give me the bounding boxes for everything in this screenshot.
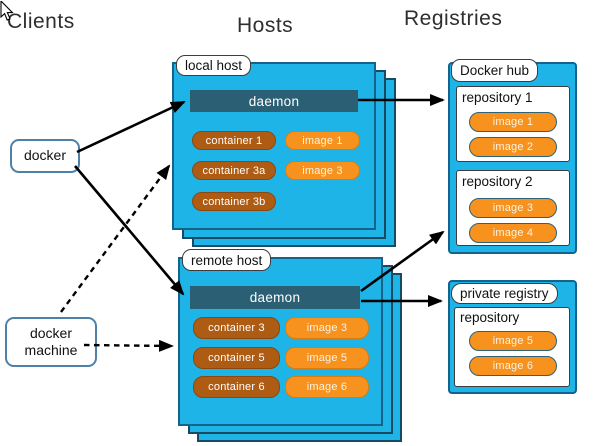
remote-daemon-bar: daemon bbox=[190, 286, 360, 309]
container-pill: container 3a bbox=[192, 161, 276, 180]
image-pill: image 6 bbox=[469, 356, 557, 376]
remote-host-box bbox=[178, 257, 383, 426]
mouse-cursor-icon bbox=[0, 1, 14, 21]
image-pill: image 1 bbox=[285, 131, 360, 150]
container-pill: container 3 bbox=[193, 317, 280, 339]
arrow-docker-to-remote-daemon bbox=[74, 165, 185, 296]
remote-host-label: remote host bbox=[182, 249, 272, 271]
image-pill: image 3 bbox=[469, 198, 557, 218]
repository-1-name: repository 1 bbox=[462, 90, 533, 105]
image-pill: image 2 bbox=[469, 137, 557, 157]
image-pill: image 3 bbox=[285, 317, 369, 339]
arrow-docker-machine-to-local-host bbox=[60, 164, 171, 313]
local-daemon-bar: daemon bbox=[190, 90, 358, 112]
image-pill: image 1 bbox=[469, 112, 557, 132]
private-registry-label: private registry bbox=[451, 283, 558, 304]
repository-2-name: repository 2 bbox=[462, 174, 533, 189]
docker-client-box: docker bbox=[10, 139, 80, 173]
docker-hub-label: Docker hub bbox=[451, 59, 539, 82]
image-pill: image 6 bbox=[285, 376, 369, 398]
image-pill: image 4 bbox=[469, 223, 557, 243]
column-header-hosts: Hosts bbox=[237, 14, 294, 37]
container-pill: container 6 bbox=[193, 376, 280, 398]
container-pill: container 3b bbox=[192, 192, 276, 211]
arrow-docker-to-local-daemon bbox=[76, 100, 186, 154]
column-header-clients: Clients bbox=[7, 10, 75, 33]
image-pill: image 3 bbox=[285, 161, 360, 180]
arrow-docker-machine-to-remote-host bbox=[83, 339, 174, 352]
column-header-registries: Registries bbox=[404, 7, 503, 30]
image-pill: image 5 bbox=[285, 347, 369, 369]
image-pill: image 5 bbox=[469, 331, 557, 351]
private-repository-name: repository bbox=[460, 310, 520, 325]
local-host-label: local host bbox=[176, 55, 252, 76]
docker-machine-client-box: docker machine bbox=[5, 317, 97, 367]
container-pill: container 1 bbox=[192, 131, 276, 150]
container-pill: container 5 bbox=[193, 347, 280, 369]
